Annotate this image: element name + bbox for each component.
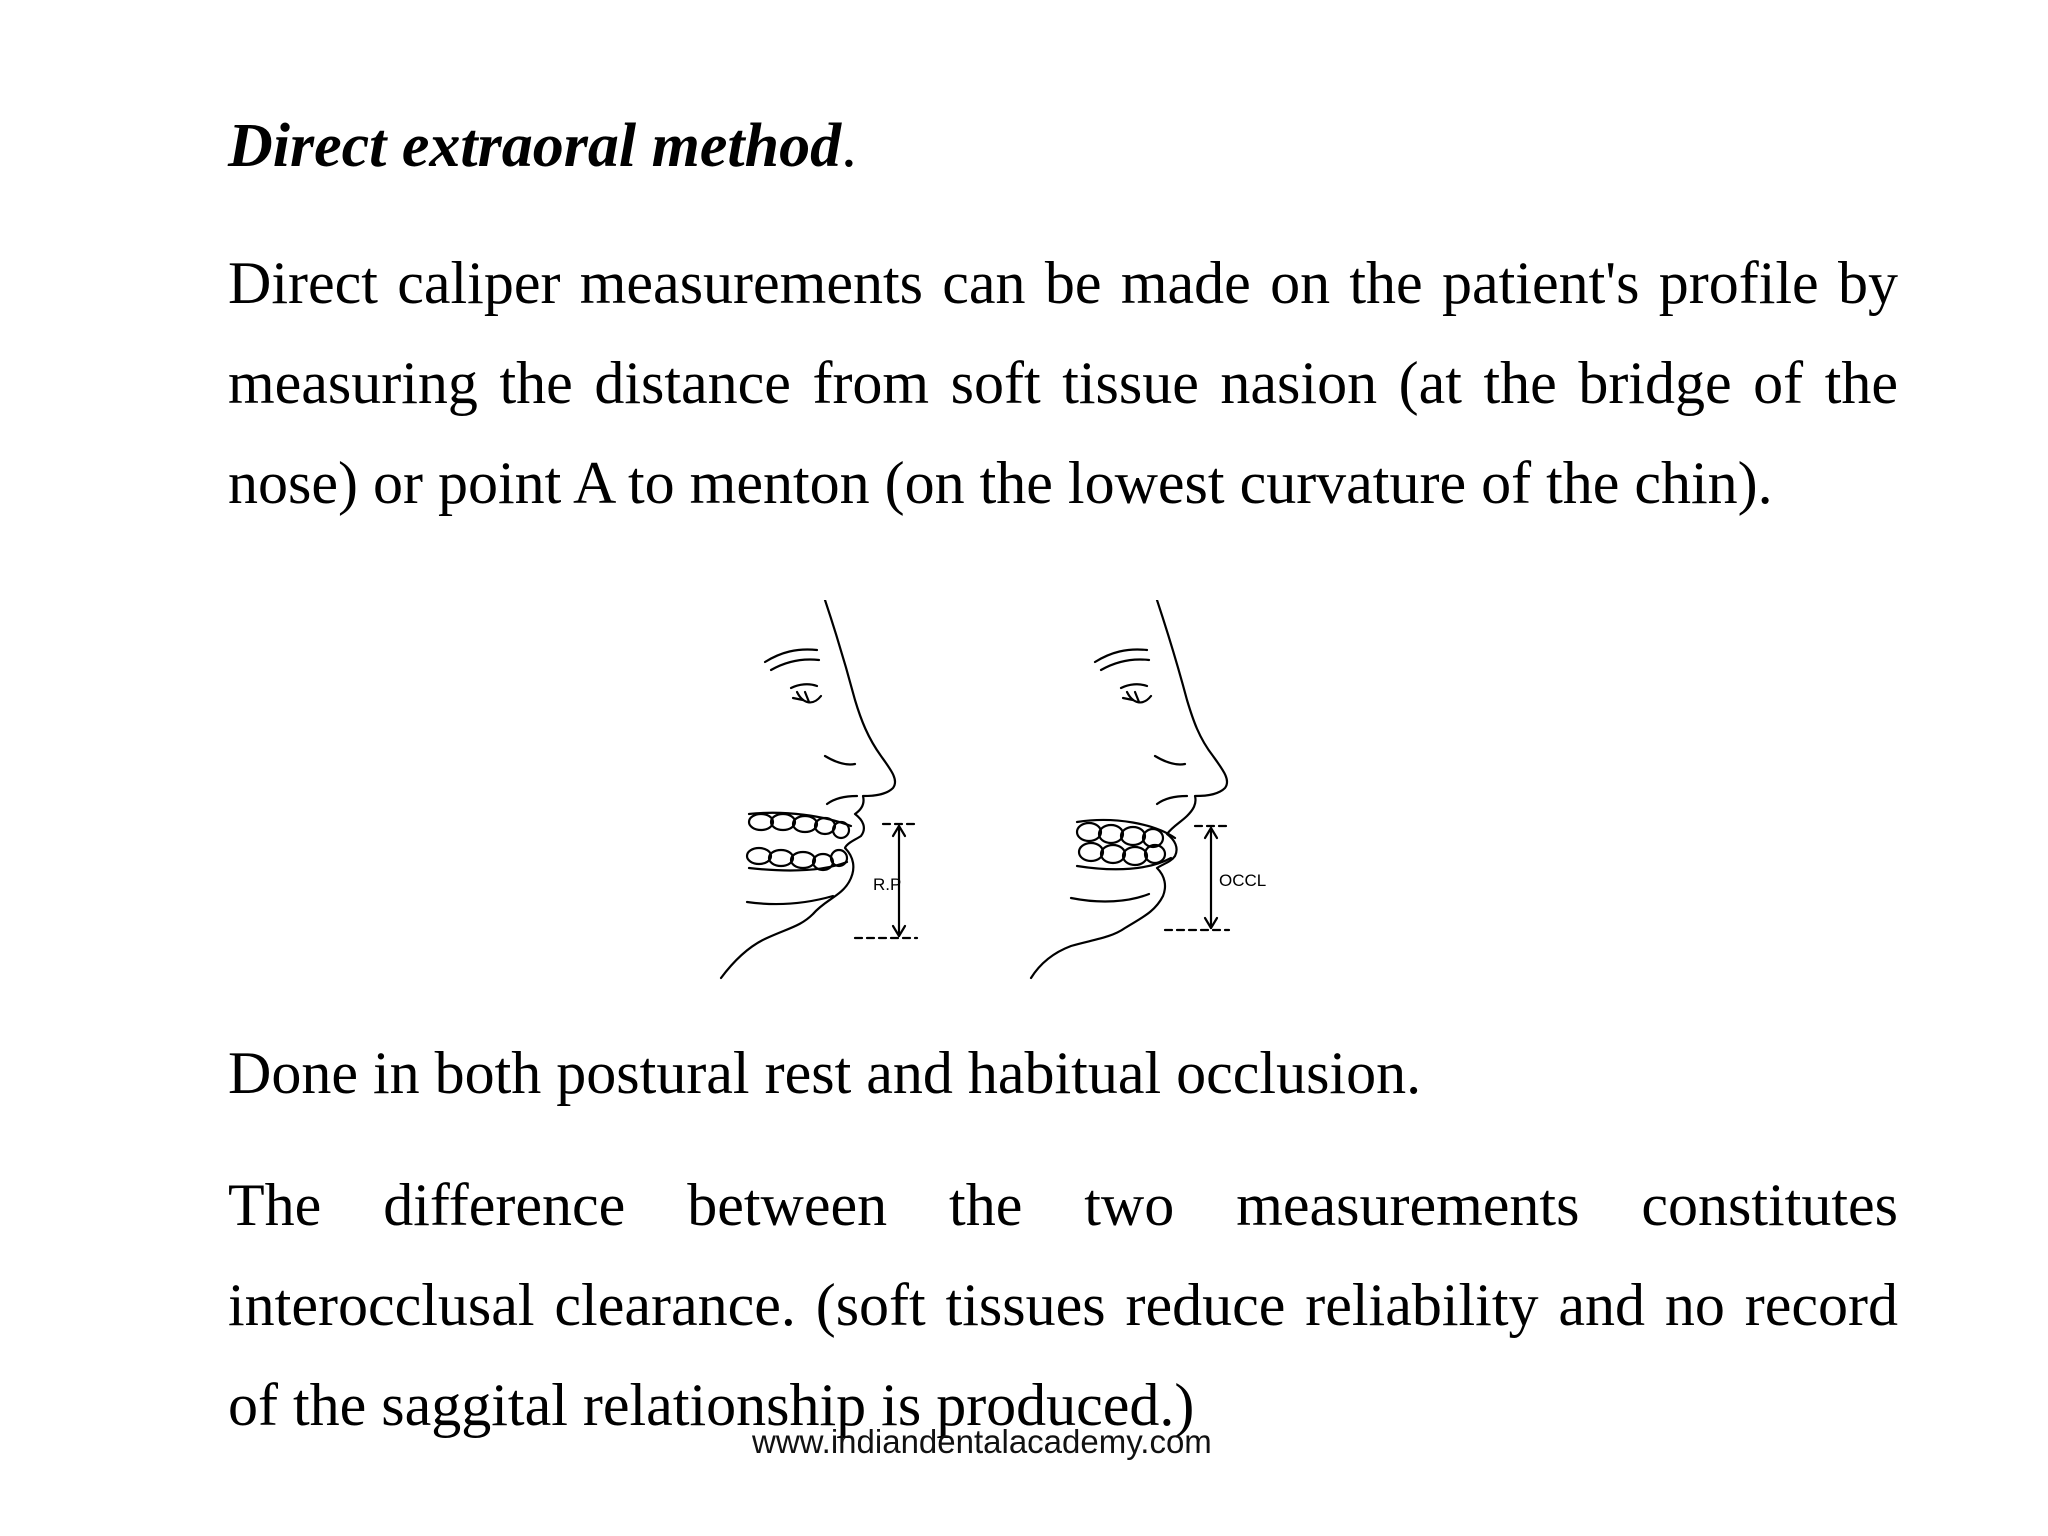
slide-heading: Direct extraoral method. — [228, 106, 857, 186]
paragraph-rest-occlusion: Done in both postural rest and habitual … — [228, 1040, 1422, 1106]
occlusion-profile: OCCL — [1029, 600, 1266, 980]
profile-illustration: R.P — [685, 600, 1405, 1000]
paragraph-interocclusal-clearance: The difference between the two measureme… — [228, 1172, 1898, 1438]
heading-text: Direct extraoral method — [228, 112, 842, 180]
occlusion-label: OCCL — [1219, 871, 1266, 890]
heading-period: . — [841, 112, 857, 180]
rest-position-label: R.P — [873, 875, 901, 894]
paragraph-caliper-measurement: Direct caliper measurements can be made … — [228, 250, 1898, 516]
watermark-url: www.indiandentalacademy.com — [752, 1423, 1212, 1460]
rest-position-profile: R.P — [719, 600, 919, 980]
